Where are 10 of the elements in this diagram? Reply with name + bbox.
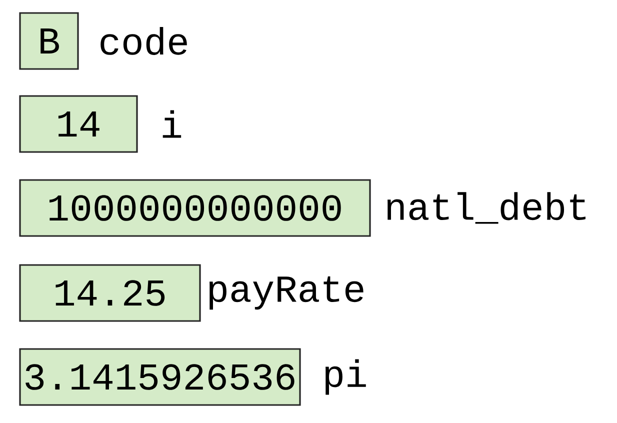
variable-name: i: [162, 110, 182, 138]
variable-name: natl_debt: [388, 192, 586, 224]
value-box: 1000000000000: [19, 179, 371, 237]
value-box: B: [19, 12, 79, 70]
variable-name: payRate: [210, 276, 364, 310]
value-box: 14: [19, 95, 138, 153]
variable-name: code: [100, 26, 187, 55]
value-box: 3.1415926536: [19, 348, 301, 406]
variable-name: pi: [326, 359, 366, 395]
value-box: 14.25: [19, 264, 201, 322]
